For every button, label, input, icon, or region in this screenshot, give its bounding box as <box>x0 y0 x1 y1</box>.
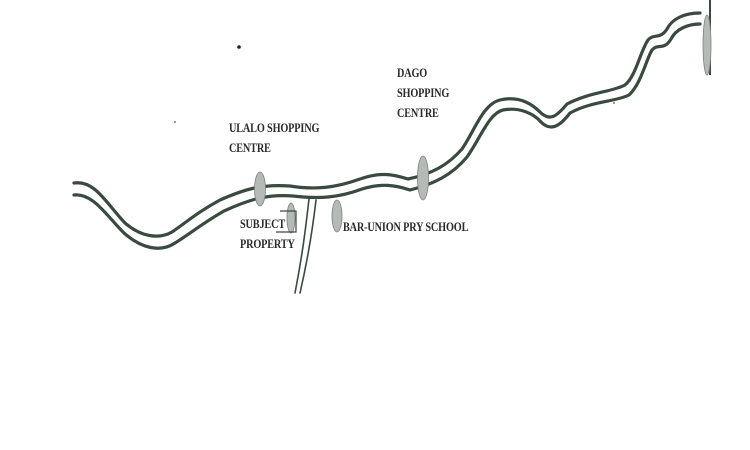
access-road-left-edge <box>294 198 310 294</box>
dago-shopping-centre-marker <box>417 155 429 201</box>
access-road-right-edge <box>299 199 317 294</box>
label-line: CENTRE <box>229 141 271 155</box>
ulalo-shopping-centre-marker <box>254 171 266 207</box>
label-line: PROPERTY <box>240 237 295 251</box>
label-line: BAR-UNION PRY SCHOOL <box>343 220 469 234</box>
subject-property-bracket <box>276 210 297 233</box>
top-right-marker <box>702 14 712 76</box>
main-road <box>72 11 702 250</box>
label-line: CENTRE <box>397 106 439 120</box>
access-road <box>294 198 317 294</box>
label-line: SUBJECT <box>240 217 285 231</box>
label-line: ULALO SHOPPING <box>229 121 320 135</box>
label-line: DAGO <box>397 66 428 80</box>
bar-union-pry-school-marker <box>331 199 343 233</box>
label-bar-union-pry-school: BAR-UNION PRY SCHOOL <box>343 217 468 237</box>
scan-speck <box>613 102 615 104</box>
label-dago-shopping-centre: DAGO SHOPPING CENTRE <box>397 63 449 123</box>
label-ulalo-shopping-centre: ULALO SHOPPING CENTRE <box>229 118 319 158</box>
main-road-lower-edge <box>72 22 702 250</box>
scan-speck <box>174 121 176 123</box>
main-road-upper-edge <box>72 11 702 238</box>
label-subject-property: SUBJECT PROPERTY <box>240 214 295 254</box>
label-line: SHOPPING <box>397 86 450 100</box>
scan-speck <box>237 45 241 49</box>
